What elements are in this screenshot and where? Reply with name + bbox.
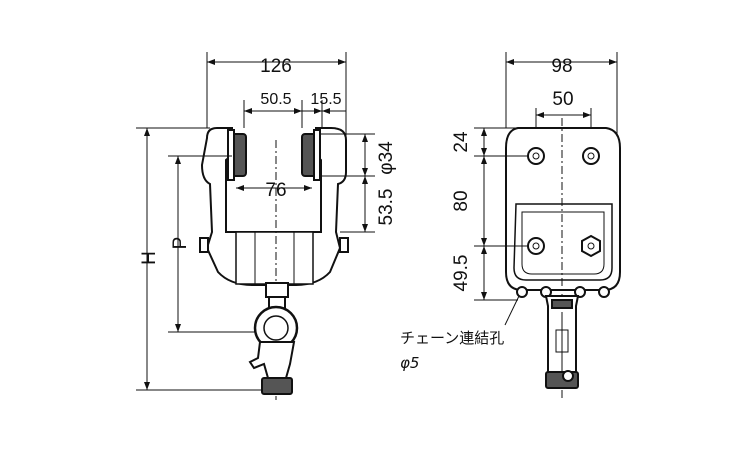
- chain-hole-diameter: φ5: [400, 354, 419, 372]
- dim-49-5: 49.5: [451, 255, 472, 292]
- dim-p: P: [170, 237, 191, 250]
- nut-bottom-right: [581, 234, 601, 258]
- side-view: 98 50: [400, 52, 621, 400]
- bolt-bottom-left: [527, 237, 545, 255]
- dim-50: 50: [552, 89, 573, 110]
- dim-h: H: [139, 251, 160, 265]
- dim-80: 80: [451, 190, 472, 211]
- swivel-nut: [265, 282, 289, 298]
- dim-126: 126: [260, 56, 292, 77]
- hook-bottom: [261, 377, 293, 395]
- dim-50-5: 50.5: [260, 91, 291, 108]
- dim-phi34: φ34: [376, 141, 397, 175]
- chain-hole-label: チェーン連結孔: [400, 329, 504, 347]
- chain-hole: [516, 286, 528, 298]
- bolt-top-right: [582, 147, 600, 165]
- dim-98: 98: [551, 56, 572, 77]
- dim-24: 24: [451, 131, 472, 153]
- chain-hole-leader: [504, 295, 520, 326]
- dim-53-5: 53.5: [376, 189, 397, 226]
- front-view: 126 50.5 15.5 76 φ34 53.5: [136, 52, 397, 400]
- dim-15-5: 15.5: [310, 91, 341, 108]
- bolt-top-left: [527, 147, 545, 165]
